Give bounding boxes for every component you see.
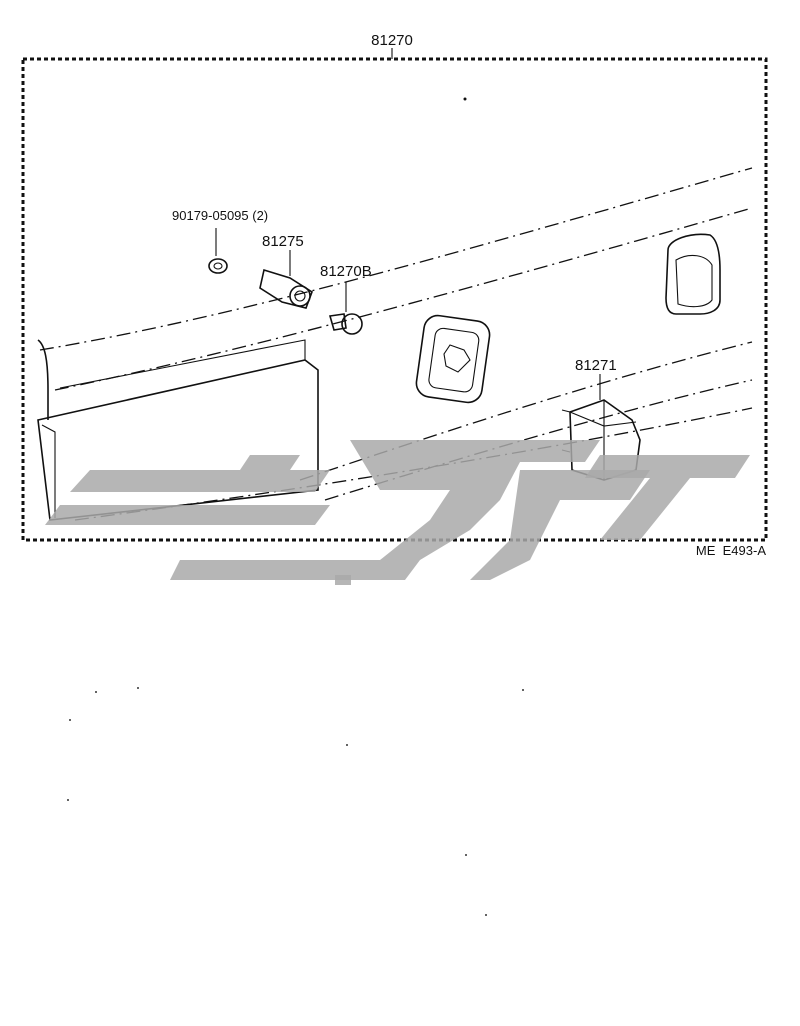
figure-code: ME E493-A xyxy=(696,543,766,558)
side-lamp xyxy=(665,233,721,315)
bulb-label: 81270B xyxy=(320,263,372,280)
lamp-housing xyxy=(415,97,491,404)
socket-label: 81275 xyxy=(262,233,304,250)
socket-part xyxy=(259,250,313,309)
watermark-logo xyxy=(45,440,750,585)
screw-part xyxy=(208,228,228,274)
screw-label: 90179-05095 (2) xyxy=(172,208,268,223)
bulb-part xyxy=(328,282,363,335)
assembly-frame xyxy=(21,48,768,542)
lens-label: 81271 xyxy=(575,357,617,374)
assembly-label: 81270 xyxy=(371,32,413,49)
scan-specks xyxy=(67,687,524,916)
